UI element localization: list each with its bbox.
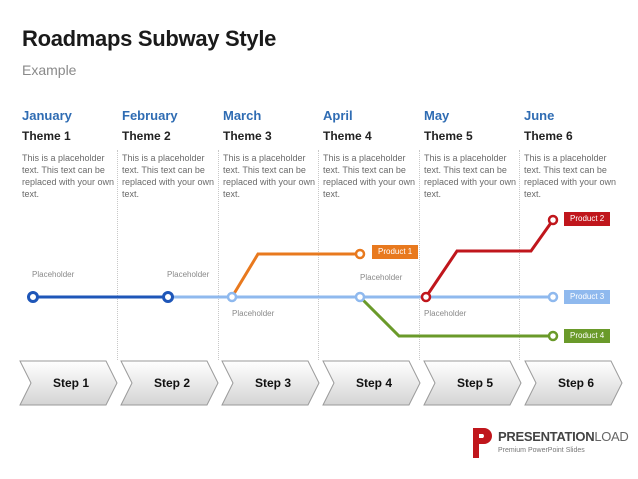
- month-label: June: [524, 108, 555, 123]
- brand-name-light: LOAD: [594, 429, 629, 444]
- station-node: [354, 291, 366, 303]
- placeholder-label: Placeholder: [424, 309, 467, 318]
- theme-label: Theme 2: [122, 129, 171, 143]
- brand-name: PRESENTATIONLOAD: [498, 429, 629, 444]
- column-divider: [218, 150, 219, 360]
- month-label: January: [22, 108, 72, 123]
- product-4-line: [358, 295, 553, 338]
- step-3: Step 3: [228, 360, 318, 406]
- theme-description: This is a placeholder text. This text ca…: [223, 153, 316, 199]
- page-title: Roadmaps Subway Style: [22, 26, 277, 51]
- step-label: Step 5: [456, 376, 493, 390]
- brand-name-bold: PRESENTATION: [498, 429, 595, 444]
- product-3-tag: Product 3: [564, 290, 611, 304]
- column-march: March Theme 3 This is a placeholder text…: [223, 108, 319, 200]
- station-node: [226, 291, 238, 303]
- theme-label: Theme 5: [424, 129, 473, 143]
- column-may: May Theme 5 This is a placeholder text. …: [424, 108, 520, 200]
- theme-description: This is a placeholder text. This text ca…: [524, 153, 617, 199]
- column-january: January Theme 1 This is a placeholder te…: [22, 108, 118, 200]
- placeholder-label: Placeholder: [32, 270, 75, 279]
- step-label: Step 1: [52, 376, 89, 390]
- brand-tagline: Premium PowerPoint Slides: [498, 447, 585, 454]
- column-april: April Theme 4 This is a placeholder text…: [323, 108, 419, 200]
- station-node: [547, 291, 559, 303]
- product-4-tag: Product 4: [564, 329, 611, 343]
- placeholder-label: Placeholder: [167, 270, 210, 279]
- theme-description: This is a placeholder text. This text ca…: [323, 153, 416, 199]
- station-node: [547, 330, 559, 342]
- column-divider: [519, 150, 520, 360]
- product-2-tag: Product 2: [564, 212, 611, 226]
- step-4: Step 4: [329, 360, 419, 406]
- theme-description: This is a placeholder text. This text ca…: [22, 153, 115, 199]
- presentationload-logo-icon: [473, 428, 492, 458]
- theme-label: Theme 6: [524, 129, 573, 143]
- step-label: Step 2: [153, 376, 190, 390]
- step-6: Step 6: [531, 360, 621, 406]
- column-february: February Theme 2 This is a placeholder t…: [122, 108, 218, 200]
- product-1-tag: Product 1: [372, 245, 419, 259]
- month-label: April: [323, 108, 353, 123]
- step-2: Step 2: [127, 360, 217, 406]
- station-node: [27, 291, 39, 303]
- product-1-line: [230, 252, 360, 298]
- theme-description: This is a placeholder text. This text ca…: [424, 153, 517, 199]
- station-node: [547, 214, 559, 226]
- page-subtitle: Example: [22, 62, 77, 78]
- step-label: Step 4: [355, 376, 392, 390]
- column-divider: [419, 150, 420, 360]
- column-june: June Theme 6 This is a placeholder text.…: [524, 108, 620, 200]
- theme-label: Theme 1: [22, 129, 71, 143]
- product-2-line: [424, 219, 555, 298]
- theme-label: Theme 3: [223, 129, 272, 143]
- step-label: Step 3: [254, 376, 291, 390]
- month-label: March: [223, 108, 262, 123]
- placeholder-label: Placeholder: [232, 309, 275, 318]
- step-label: Step 6: [557, 376, 594, 390]
- step-5: Step 5: [430, 360, 520, 406]
- month-label: May: [424, 108, 450, 123]
- step-1: Step 1: [26, 360, 116, 406]
- theme-label: Theme 4: [323, 129, 372, 143]
- station-node: [420, 291, 432, 303]
- column-divider: [117, 150, 118, 360]
- station-node: [354, 248, 366, 260]
- station-node: [162, 291, 174, 303]
- month-label: February: [122, 108, 178, 123]
- theme-description: This is a placeholder text. This text ca…: [122, 153, 215, 199]
- placeholder-label: Placeholder: [360, 273, 403, 282]
